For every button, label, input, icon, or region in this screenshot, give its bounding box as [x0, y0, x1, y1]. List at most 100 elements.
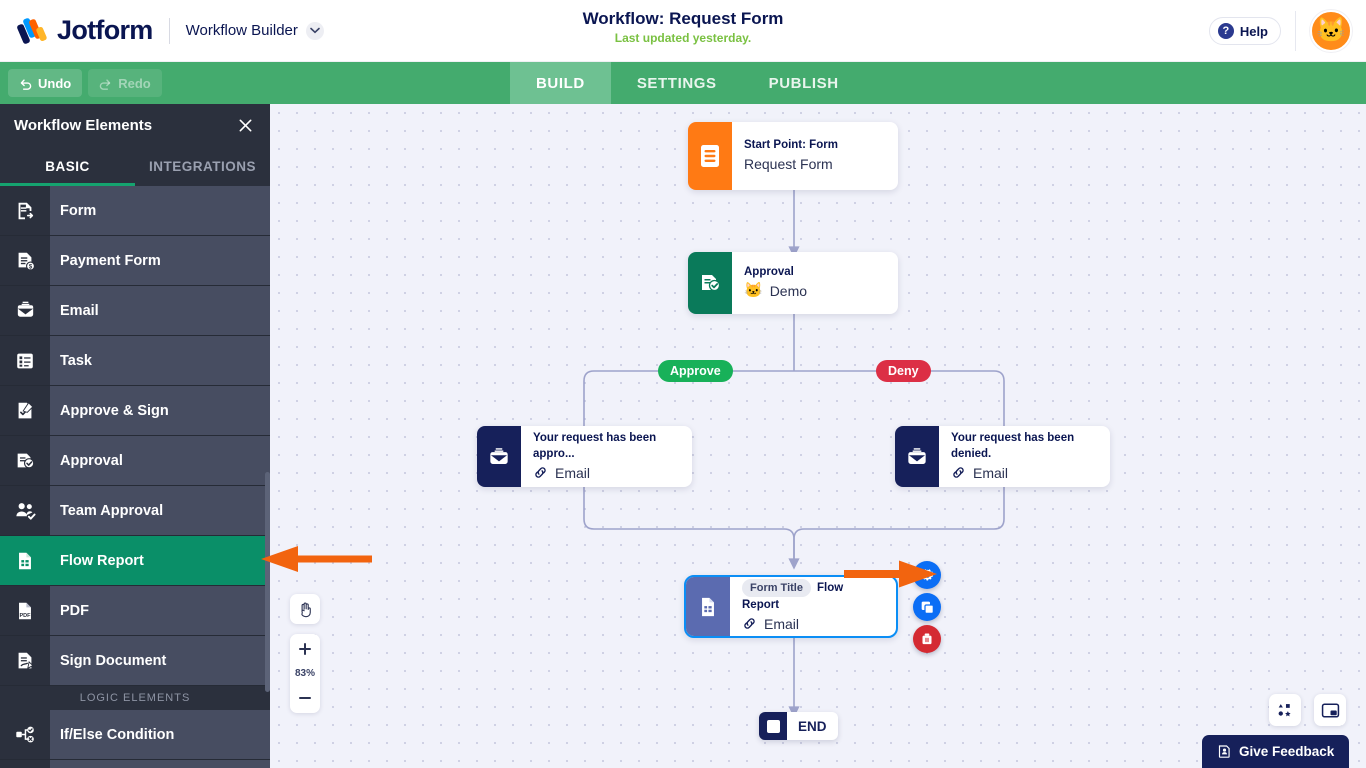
redo-button[interactable]: Redo	[88, 69, 162, 97]
workflow-canvas[interactable]: Start Point: Form Request Form Approval …	[270, 104, 1366, 768]
approval-icon	[0, 436, 50, 485]
branch-label-deny[interactable]: Deny	[876, 360, 931, 382]
node-subtitle: Request Form	[744, 156, 833, 172]
feedback-note-icon	[1218, 745, 1230, 758]
node-content: Your request has been appro... Email	[521, 426, 692, 487]
give-feedback-label: Give Feedback	[1239, 744, 1335, 759]
undo-label: Undo	[38, 75, 72, 91]
annotation-arrow-settings-button	[844, 560, 937, 588]
node-subtitle-text: Email	[764, 615, 800, 632]
hand-pan-icon	[300, 601, 311, 617]
sidebar-item-flow-report[interactable]: Flow Report	[0, 536, 270, 586]
sidebar-tab-basic[interactable]: BASIC	[0, 146, 135, 186]
approve-sign-icon	[0, 386, 50, 435]
node-subtitle: Email	[951, 462, 1094, 484]
sidebar-item-payment-form[interactable]: $ Payment Form	[0, 236, 270, 286]
sidebar-item-form[interactable]: Form	[0, 186, 270, 236]
node-content: Your request has been denied. Email	[939, 426, 1110, 487]
sidebar-item-approve-sign[interactable]: Approve & Sign	[0, 386, 270, 436]
sidebar-item-partial[interactable]	[0, 760, 270, 768]
close-icon[interactable]	[234, 114, 256, 136]
if-else-condition-icon	[0, 710, 50, 759]
node-start-point[interactable]: Start Point: Form Request Form	[688, 122, 898, 190]
sidebar-tabs: BASIC INTEGRATIONS	[0, 146, 270, 186]
sidebar-item-team-approval[interactable]: Team Approval	[0, 486, 270, 536]
shapes-panel-button[interactable]	[1269, 694, 1301, 726]
copy-icon	[921, 601, 934, 614]
form-icon	[0, 186, 50, 235]
sidebar-item-if-else-condition[interactable]: If/Else Condition	[0, 710, 270, 760]
node-subtitle: Email	[742, 613, 880, 635]
brand-logo[interactable]: Jotform	[0, 15, 153, 46]
link-icon	[535, 467, 546, 478]
sidebar-group-label: LOGIC ELEMENTS	[0, 686, 270, 710]
shapes-icon	[1278, 703, 1291, 716]
sidebar-scrollbar[interactable]	[265, 472, 270, 692]
svg-text:PDF: PDF	[20, 612, 32, 618]
sidebar-item-label: Sign Document	[60, 652, 167, 669]
sidebar-item-label: Task	[60, 352, 92, 369]
workflow-connectors	[578, 190, 1010, 718]
tab-settings[interactable]: SETTINGS	[636, 74, 717, 92]
sidebar-item-sign-document[interactable]: Sign Document	[0, 636, 270, 686]
zoom-in-button[interactable]	[290, 634, 320, 664]
tab-publish[interactable]: PUBLISH	[768, 74, 839, 92]
form-document-icon	[688, 122, 732, 190]
node-email-approved[interactable]: Your request has been appro... Email	[477, 426, 692, 487]
cat-avatar-icon: 🐱	[744, 282, 763, 299]
chevron-down-icon[interactable]	[305, 21, 324, 40]
help-button[interactable]: ? Help	[1208, 17, 1281, 45]
node-approval[interactable]: Approval 🐱 Demo	[688, 252, 898, 314]
node-content: Start Point: Form Request Form	[732, 122, 854, 190]
sidebar-item-task[interactable]: Task	[0, 336, 270, 386]
redo-arrow-icon	[99, 78, 111, 90]
sidebar-item-label: Form	[60, 202, 97, 219]
top-header: Jotform Workflow Builder Workflow: Reque…	[0, 0, 1366, 62]
undo-button[interactable]: Undo	[8, 69, 83, 97]
sidebar-tab-integrations[interactable]: INTEGRATIONS	[149, 158, 256, 174]
avatar[interactable]: 🐱	[1310, 10, 1352, 52]
email-icon	[0, 286, 50, 335]
node-duplicate-button[interactable]	[913, 593, 941, 621]
annotation-arrow-sidebar	[261, 546, 372, 572]
placeholder-icon	[0, 760, 50, 768]
node-email-denied[interactable]: Your request has been denied. Email	[895, 426, 1110, 487]
link-icon	[953, 467, 964, 478]
node-content: Approval 🐱 Demo	[732, 252, 823, 314]
team-approval-icon	[0, 486, 50, 535]
jotform-logo-icon	[16, 16, 48, 46]
cat-avatar-icon: 🐱	[1316, 17, 1346, 44]
sidebar-header: Workflow Elements	[0, 104, 270, 146]
header-right-divider	[1295, 11, 1296, 51]
node-subtitle: 🐱 Demo	[744, 280, 807, 302]
node-heading: Your request has been denied.	[951, 431, 1075, 460]
tab-build[interactable]: BUILD	[510, 62, 611, 104]
sidebar-item-label: PDF	[60, 602, 89, 619]
sidebar-item-label: Approval	[60, 452, 123, 469]
zoom-level-label: 83%	[294, 668, 315, 679]
sidebar-item-approval[interactable]: Approval	[0, 436, 270, 486]
minimap-button[interactable]	[1314, 694, 1346, 726]
give-feedback-button[interactable]: Give Feedback	[1202, 735, 1350, 768]
node-heading: Flow Report	[742, 581, 844, 611]
sign-document-icon	[0, 636, 50, 685]
sidebar-item-email[interactable]: Email	[0, 286, 270, 336]
envelope-icon	[895, 426, 939, 487]
nav-tabs: BUILD SETTINGS PUBLISH	[510, 62, 865, 104]
pan-tool-button[interactable]	[290, 594, 320, 624]
node-heading: Start Point: Form	[744, 139, 838, 151]
node-end[interactable]: END	[759, 712, 838, 740]
workflow-navbar: Undo Redo BUILD SETTINGS PUBLISH	[0, 62, 1366, 104]
flow-report-icon	[0, 536, 50, 585]
branch-label-approve[interactable]: Approve	[658, 360, 733, 382]
node-delete-button[interactable]	[913, 625, 941, 653]
node-heading: Your request has been appro...	[533, 431, 657, 460]
payment-form-icon: $	[0, 236, 50, 285]
sidebar-item-pdf[interactable]: PDF PDF	[0, 586, 270, 636]
node-heading: Approval	[744, 266, 794, 278]
form-title-chip: Form Title	[742, 578, 811, 597]
zoom-out-button[interactable]	[290, 683, 320, 713]
product-label: Workflow Builder	[185, 22, 298, 39]
